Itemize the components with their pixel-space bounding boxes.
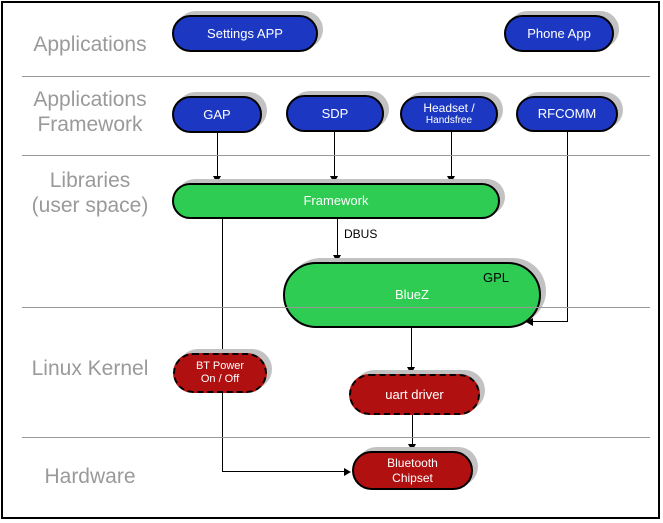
node-bluetooth-chipset: Bluetooth Chipset xyxy=(352,451,473,490)
edge-rfcomm-horizontal xyxy=(533,321,568,322)
node-label: BT Power xyxy=(195,359,245,372)
node-sdp: SDP xyxy=(286,95,384,132)
arrowhead-gap-framework xyxy=(213,176,221,183)
node-uart-driver: uart driver xyxy=(349,374,480,415)
node-label: Framework xyxy=(303,193,369,209)
node-bt-power: BT Power On / Off xyxy=(173,353,267,393)
arrowhead-bluez-uart xyxy=(407,367,415,374)
edge-gap-framework xyxy=(217,132,218,180)
separator-kernel xyxy=(22,437,650,438)
edge-btpower-chipset-horizontal xyxy=(222,471,345,472)
layer-label-linux-kernel: Linux Kernel xyxy=(15,356,165,381)
layer-label-libraries: Libraries (user space) xyxy=(15,168,165,218)
layer-label-text: Linux Kernel xyxy=(31,357,149,380)
layer-label-text: Framework xyxy=(37,113,143,136)
gpl-license-badge: GPL xyxy=(482,270,509,285)
layer-label-text: Hardware xyxy=(44,465,136,488)
node-label: Bluetooth xyxy=(387,456,438,471)
arrowhead-headset-framework xyxy=(447,176,455,183)
node-label: GAP xyxy=(203,106,231,122)
node-gap: GAP xyxy=(172,96,262,133)
edge-uart-chipset xyxy=(412,415,413,450)
node-rfcomm: RFCOMM xyxy=(516,96,618,132)
separator-framework xyxy=(22,155,650,156)
node-label: RFCOMM xyxy=(537,106,597,122)
layer-label-applications-framework: Applications Framework xyxy=(15,87,165,137)
node-framework: Framework xyxy=(172,183,500,219)
node-bluez: GPL BlueZ xyxy=(283,262,541,328)
node-label: Settings APP xyxy=(207,25,283,41)
arrowhead-btpower-chipset xyxy=(344,468,351,476)
node-label: SDP xyxy=(321,105,349,121)
edge-rfcomm-vertical xyxy=(567,132,568,322)
node-label: BlueZ xyxy=(395,287,429,303)
node-label: On / Off xyxy=(200,373,240,385)
node-label: Handsfree xyxy=(425,115,473,127)
node-settings-app: Settings APP xyxy=(172,15,318,52)
node-headset-handsfree: Headset / Handsfree xyxy=(400,96,498,132)
edge-framework-btpower-vertical xyxy=(222,219,223,472)
edge-headset-framework xyxy=(451,132,452,180)
edge-sdp-framework xyxy=(334,132,335,180)
node-label: Headset / xyxy=(423,100,475,115)
dbus-edge-label: DBUS xyxy=(344,227,378,241)
layer-label-text: (user space) xyxy=(31,194,149,217)
arrowhead-sdp-framework xyxy=(330,176,338,183)
node-phone-app: Phone App xyxy=(504,15,614,52)
edge-framework-bluez xyxy=(337,219,338,261)
arrowhead-rfcomm-bluez xyxy=(526,318,533,326)
node-label: Chipset xyxy=(392,470,433,485)
edge-bluez-uart xyxy=(411,328,412,373)
layer-label-hardware: Hardware xyxy=(15,464,165,489)
layer-label-text: Libraries xyxy=(49,169,131,192)
layer-label-text: Applications xyxy=(33,33,147,56)
node-label: uart driver xyxy=(385,386,444,402)
node-label: Phone App xyxy=(527,25,591,41)
layer-label-applications: Applications xyxy=(15,32,165,57)
arrowhead-uart-chipset xyxy=(408,444,416,451)
layer-label-text: Applications xyxy=(33,88,147,111)
separator-applications xyxy=(22,76,650,77)
separator-libraries xyxy=(22,307,650,308)
arrowhead-framework-bluez xyxy=(333,255,341,262)
